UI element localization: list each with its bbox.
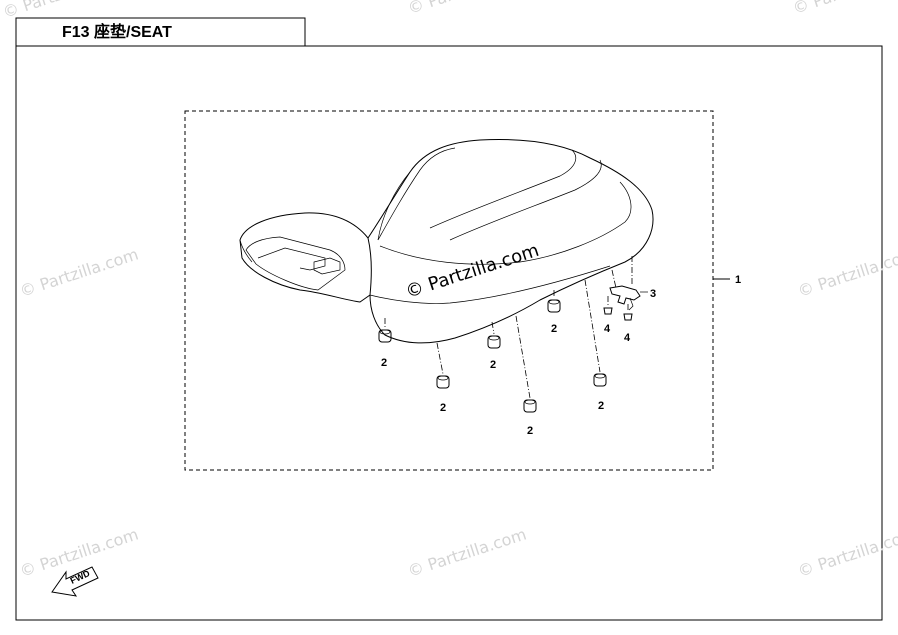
seat-center-stripe: [429, 149, 577, 229]
callout-3: 3: [650, 288, 656, 300]
damper-top: [548, 299, 560, 305]
latch-hook: [628, 297, 634, 311]
seat-side-skirt: [369, 265, 611, 304]
fwd-arrow-icon: [51, 566, 99, 597]
seat-body-outline: [367, 139, 654, 344]
callout-2: 2: [527, 425, 533, 437]
callout-2: 2: [551, 323, 557, 335]
watermark-text: © Partzilla.com: [795, 525, 898, 581]
seat-drawing: [239, 139, 654, 344]
callout-2: 2: [490, 359, 496, 371]
watermark-text: © Partzilla.com: [405, 0, 528, 18]
title-box: [15, 17, 306, 47]
damper-parts: 2 2 2 2 2 2: [378, 279, 607, 437]
outer-frame: [15, 45, 883, 621]
callout-4: 4: [624, 332, 631, 344]
seat-piping-left: [377, 147, 456, 241]
latch-parts: 3 4 4: [603, 256, 656, 344]
damper-part: [378, 329, 392, 343]
watermark-text: © Partzilla.com: [795, 245, 898, 301]
damper-top: [437, 375, 449, 381]
watermark-layer: © Partzilla.com © Partzilla.com © Partzi…: [0, 0, 898, 581]
callout-4: 4: [604, 323, 611, 335]
leader-damper: [584, 279, 601, 373]
watermark-text: © Partzilla.com: [0, 0, 123, 22]
seat-rear-cutout: [245, 236, 346, 291]
callout-1: 1: [735, 274, 741, 286]
seat-front-curve: [377, 171, 411, 241]
leader-damper: [515, 315, 531, 399]
screw-part: [623, 313, 633, 321]
seat-center-stripe-2: [449, 159, 602, 241]
damper-top: [488, 335, 500, 341]
callout-2: 2: [598, 400, 604, 412]
damper-part: [547, 299, 561, 313]
latch-bracket: [609, 285, 641, 305]
damper-top: [524, 399, 536, 405]
seat-piping-right: [379, 181, 632, 265]
damper-part: [487, 335, 501, 349]
leader-damper: [436, 342, 444, 375]
seat-rear-rim: [239, 239, 253, 263]
diagram-title: F13 座垫/SEAT: [62, 22, 172, 41]
seat-rear-inner: [257, 247, 326, 271]
fwd-indicator: FWD: [51, 566, 99, 597]
damper-top: [594, 373, 606, 379]
watermark-text: © Partzilla.com: [17, 245, 140, 301]
callout-2: 2: [381, 357, 387, 369]
damper-part: [436, 375, 450, 389]
leader-damper: [491, 321, 495, 335]
damper-part: [593, 373, 607, 387]
leader-latch: [611, 269, 617, 289]
assembly-boundary: [184, 110, 714, 471]
seat-rear-hump: [239, 212, 372, 303]
center-watermark: © Partzilla.com: [403, 240, 542, 303]
callout-2: 2: [440, 402, 446, 414]
damper-part: [523, 399, 537, 413]
watermark-text: © Partzilla.com: [405, 525, 528, 581]
damper-top: [379, 329, 391, 335]
screw-part: [603, 307, 613, 315]
fwd-label: FWD: [69, 568, 92, 586]
seat-rear-tab: [313, 257, 341, 275]
watermark-text: © Partzilla.com: [790, 0, 898, 18]
